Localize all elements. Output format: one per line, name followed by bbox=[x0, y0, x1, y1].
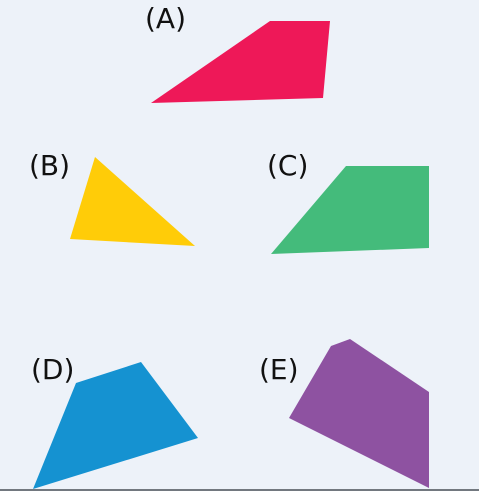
shape-e-group: (E) bbox=[259, 339, 429, 488]
shape-c-group: (C) bbox=[267, 149, 429, 254]
shape-b-group: (B) bbox=[29, 149, 195, 246]
shape-e-pentagon bbox=[289, 339, 429, 488]
shape-d-group: (D) bbox=[31, 353, 198, 489]
shape-b-label: (B) bbox=[29, 149, 70, 182]
shape-b-triangle bbox=[70, 157, 195, 246]
shape-a-quadrilateral bbox=[151, 21, 330, 103]
shape-a-group: (A) bbox=[145, 2, 330, 103]
shape-c-quadrilateral bbox=[271, 166, 429, 254]
shape-d-label: (D) bbox=[31, 353, 74, 386]
shape-d-quadrilateral bbox=[33, 362, 198, 489]
shape-a-label: (A) bbox=[145, 2, 186, 35]
shape-c-label: (C) bbox=[267, 149, 308, 182]
shape-e-label: (E) bbox=[259, 353, 299, 386]
